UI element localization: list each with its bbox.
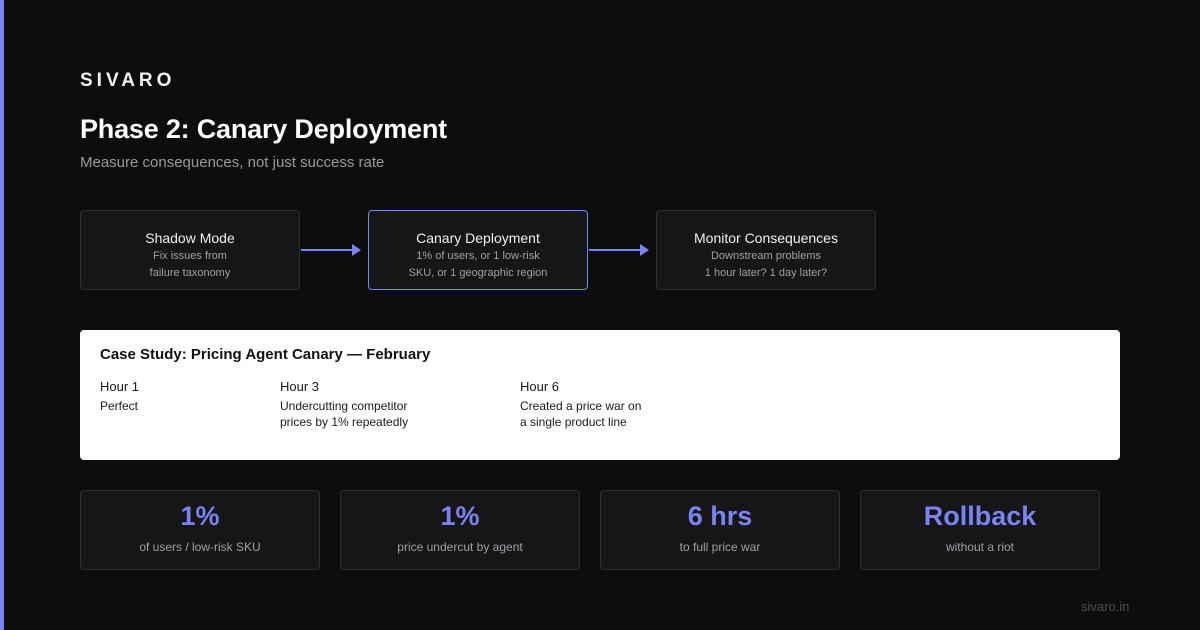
case-study-hour: Hour 6 bbox=[520, 379, 560, 394]
case-study-hour: Hour 3 bbox=[280, 379, 320, 394]
stat-label: without a riot bbox=[945, 540, 1015, 554]
stat-value: 6 hrs bbox=[687, 501, 753, 531]
flow-arrow bbox=[589, 244, 649, 256]
case-study-title: Case Study: Pricing Agent Canary — Febru… bbox=[100, 346, 431, 363]
case-study-card: Case Study: Pricing Agent Canary — Febru… bbox=[80, 330, 1120, 460]
stat-value: 1% bbox=[440, 501, 480, 531]
case-study-text-line: Created a price war on bbox=[520, 399, 642, 413]
flow-step-title: Monitor Consequences bbox=[694, 230, 838, 246]
flow-arrow bbox=[301, 244, 361, 256]
flow-step-desc-line: Downstream problems bbox=[710, 250, 822, 262]
page-subtitle: Measure consequences, not just success r… bbox=[80, 154, 385, 171]
brand-logo: SIVARO bbox=[80, 70, 176, 91]
flow-step-monitor-consequences: Monitor Consequences Downstream problems… bbox=[656, 210, 876, 290]
flow-step-desc-line: SKU, or 1 geographic region bbox=[408, 267, 548, 279]
stat-card-rollback: Rollback without a riot bbox=[860, 490, 1100, 570]
flow-step-desc-line: Fix issues from bbox=[153, 250, 227, 262]
stat-label: price undercut by agent bbox=[397, 540, 523, 554]
flow-step-desc-line: failure taxonomy bbox=[149, 267, 231, 279]
case-study-text-line: prices by 1% repeatedly bbox=[280, 415, 409, 429]
stat-card-price-war: 6 hrs to full price war bbox=[600, 490, 840, 570]
stat-label: of users / low-risk SKU bbox=[139, 540, 261, 554]
stat-card-undercut: 1% price undercut by agent bbox=[340, 490, 580, 570]
case-study-entry-hour-6: Hour 6 Created a price war on a single p… bbox=[520, 379, 720, 430]
case-study-entry-hour-3: Hour 3 Undercutting competitor prices by… bbox=[280, 379, 480, 430]
page-title: Phase 2: Canary Deployment bbox=[80, 114, 447, 144]
case-study-hour: Hour 1 bbox=[100, 379, 140, 394]
stat-value: 1% bbox=[180, 501, 220, 531]
case-study-entry-hour-1: Hour 1 Perfect bbox=[100, 379, 300, 414]
flow-step-title: Shadow Mode bbox=[145, 230, 235, 246]
flow-step-desc-line: 1 hour later? 1 day later? bbox=[704, 267, 828, 279]
case-study-text-line: Perfect bbox=[100, 399, 139, 413]
flow-step-canary-deployment: Canary Deployment 1% of users, or 1 low-… bbox=[368, 210, 588, 290]
footer-url: sivaro.in bbox=[1081, 599, 1130, 614]
flow-step-shadow-mode: Shadow Mode Fix issues from failure taxo… bbox=[80, 210, 300, 290]
stat-value: Rollback bbox=[923, 501, 1037, 531]
accent-bar bbox=[0, 0, 4, 630]
stat-card-users: 1% of users / low-risk SKU bbox=[80, 490, 320, 570]
flow-step-desc-line: 1% of users, or 1 low-risk bbox=[416, 250, 540, 262]
case-study-text-line: a single product line bbox=[520, 415, 627, 429]
stat-label: to full price war bbox=[679, 540, 761, 554]
flow-step-title: Canary Deployment bbox=[416, 230, 540, 246]
case-study-text-line: Undercutting competitor bbox=[280, 399, 408, 413]
